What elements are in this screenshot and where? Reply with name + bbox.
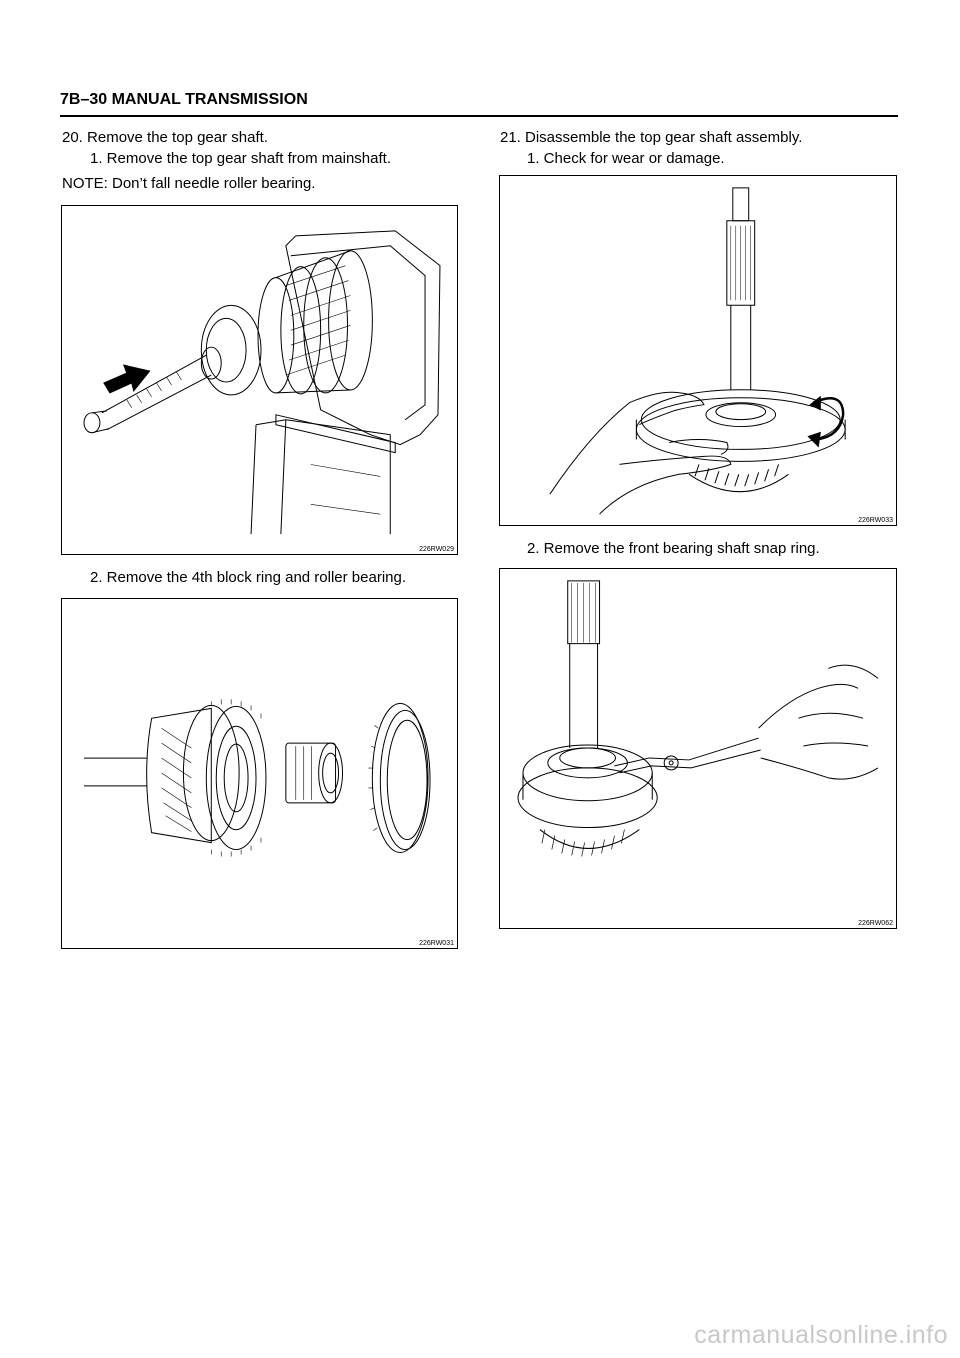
figure-code: 226RW062 [858, 920, 893, 927]
step-20-1-text: 1. Remove the top gear shaft from mainsh… [90, 150, 391, 167]
watermark: carmanualsonline.info [694, 1321, 948, 1349]
figure-code: 226RW033 [858, 517, 893, 524]
step-20-text: 20. Remove the top gear shaft. [62, 129, 268, 146]
figure-snap-ring-removal: 226RW062 [499, 568, 897, 929]
page-header: 7B–30 MANUAL TRANSMISSION [60, 91, 308, 108]
figure-block-ring-bearing: 226RW031 [61, 598, 458, 949]
step-20-2-text: 2. Remove the 4th block ring and roller … [90, 569, 407, 586]
step-21-1-text: 1. Check for wear or damage. [527, 150, 725, 167]
figure-gear-shaft-removal: 226RW029 [61, 205, 458, 555]
note-text: NOTE: Don’t fall needle roller bearing. [62, 175, 316, 192]
block-ring-bearing-illustration [84, 699, 431, 857]
step-21-text: 21. Disassemble the top gear shaft assem… [500, 129, 803, 146]
snap-ring-removal-illustration [517, 580, 879, 857]
gear-shaft-removal-illustration [83, 230, 441, 535]
figure-code: 226RW031 [419, 940, 454, 947]
header-rule [60, 115, 898, 117]
check-wear-illustration [549, 187, 846, 515]
figure-check-wear: 226RW033 [499, 175, 897, 526]
figure-code: 226RW029 [419, 546, 454, 553]
step-21-2-text: 2. Remove the front bearing shaft snap r… [527, 540, 820, 557]
